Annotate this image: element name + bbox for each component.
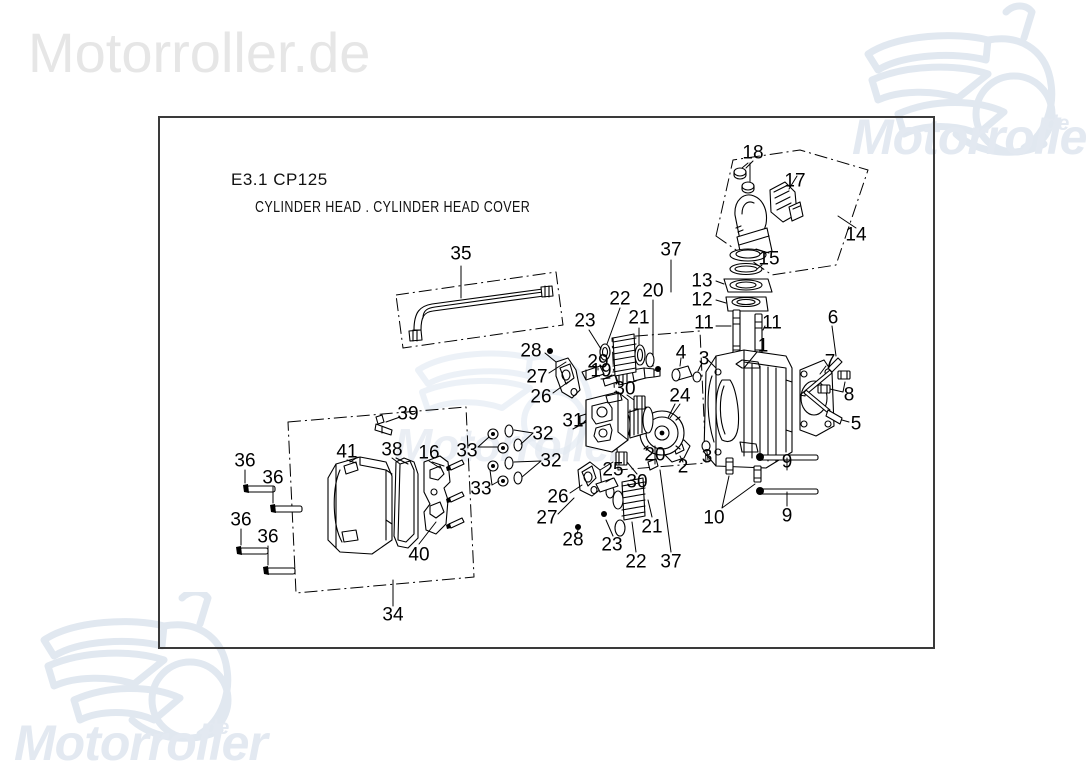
callout-number-11b: 11 — [762, 312, 782, 334]
callout-number-13: 13 — [691, 270, 713, 292]
callout-number-15: 15 — [758, 248, 780, 270]
callout-number-33a: 33 — [456, 440, 478, 462]
callout-number-26b: 26 — [547, 486, 569, 508]
callout-number-33b: 33 — [470, 478, 492, 500]
callout-number-28b: 28 — [562, 529, 584, 551]
callout-number-22a: 22 — [609, 288, 631, 310]
callout-number-32a: 32 — [532, 423, 554, 445]
callout-number-24: 24 — [669, 385, 691, 407]
callout-number-3b: 3 — [701, 446, 713, 468]
callout-number-36d: 36 — [257, 526, 279, 548]
callout-number-1: 1 — [757, 335, 769, 357]
callout-number-21a: 21 — [628, 307, 650, 329]
callout-number-18: 18 — [742, 142, 764, 164]
callout-number-25: 25 — [602, 459, 624, 481]
callout-number-12: 12 — [691, 289, 713, 311]
callout-number-27b: 27 — [536, 507, 558, 529]
callout-number-39: 39 — [397, 403, 419, 425]
callout-number-23a: 23 — [574, 310, 596, 332]
callout-number-9a: 9 — [781, 451, 793, 473]
callout-number-6: 6 — [827, 307, 839, 329]
callout-number-3a: 3 — [698, 348, 710, 370]
callout-number-20b: 20 — [644, 444, 666, 466]
callout-number-10: 10 — [703, 507, 725, 529]
callout-number-35: 35 — [450, 243, 472, 265]
scooter-watermark-suffix-bottom-left: .de — [199, 716, 230, 739]
callout-number-7: 7 — [824, 351, 836, 373]
callout-number-11a: 11 — [694, 312, 714, 334]
callout-number-30a: 30 — [614, 378, 636, 400]
callout-number-2: 2 — [677, 456, 689, 478]
callout-number-26a: 26 — [530, 386, 552, 408]
callout-number-20a: 20 — [642, 280, 664, 302]
callout-number-4: 4 — [675, 342, 687, 364]
callout-number-14: 14 — [845, 224, 867, 246]
callout-number-22b: 22 — [625, 551, 647, 573]
callout-number-41: 41 — [336, 441, 358, 463]
callout-number-5: 5 — [850, 413, 862, 435]
callout-number-27a: 27 — [526, 366, 548, 388]
scooter-watermark-suffix-top-right: .de — [1039, 112, 1070, 135]
callout-number-37b: 37 — [660, 551, 682, 573]
callout-number-29: 29 — [587, 351, 609, 373]
diagram-subtitle: CYLINDER HEAD . CYLINDER HEAD COVER — [255, 198, 531, 216]
callout-number-8: 8 — [843, 384, 855, 406]
callout-number-23b: 23 — [601, 534, 623, 556]
scooter-watermark-word-top-right: Motorroller — [852, 109, 1086, 165]
header-watermark-text: Motorroller.de — [28, 21, 371, 84]
callout-number-36b: 36 — [262, 467, 284, 489]
callout-number-32b: 32 — [540, 450, 562, 472]
callout-number-19: 19 — [590, 360, 612, 382]
callout-number-31: 31 — [562, 410, 584, 432]
diagram-code: E3.1 CP125 — [231, 170, 328, 189]
callout-number-40: 40 — [408, 544, 430, 566]
callout-number-30b: 30 — [626, 471, 648, 493]
callout-number-34: 34 — [382, 604, 404, 626]
callout-number-17: 17 — [784, 170, 806, 192]
callout-number-38: 38 — [381, 439, 403, 461]
callout-number-21b: 21 — [641, 516, 663, 538]
callout-number-36a: 36 — [234, 450, 256, 472]
diagram-frame — [158, 116, 935, 649]
callout-number-16: 16 — [418, 442, 440, 464]
callout-number-37a: 37 — [660, 239, 682, 261]
callout-number-28a: 28 — [520, 340, 542, 362]
callout-number-36c: 36 — [230, 509, 252, 531]
scooter-watermark-word-bottom-left: Motorroller — [14, 715, 268, 771]
callout-number-9b: 9 — [781, 505, 793, 527]
